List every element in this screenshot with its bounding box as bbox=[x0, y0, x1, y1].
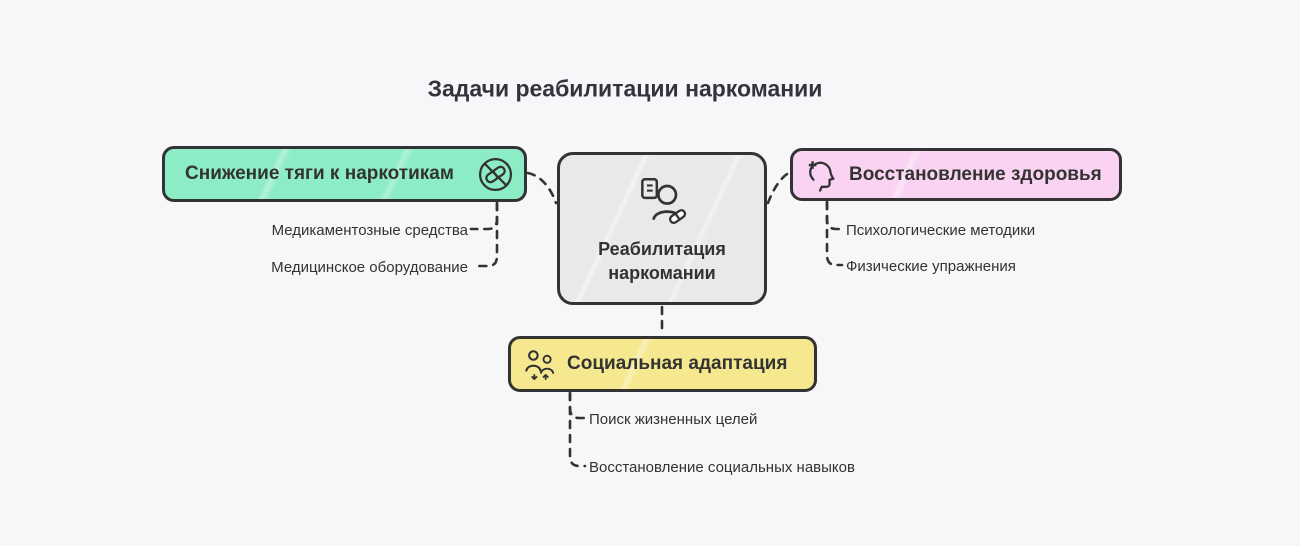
leaf-psych-methods: Психологические методики bbox=[846, 222, 1036, 239]
node-health-recovery: Восстановление здоровья bbox=[790, 148, 1122, 201]
no-drugs-icon bbox=[477, 156, 514, 193]
leaf-medical-equipment: Медицинское оборудование bbox=[271, 259, 468, 276]
head-plus-icon bbox=[805, 158, 839, 192]
connector-center-left bbox=[526, 171, 558, 205]
connector-left-child-2 bbox=[471, 201, 499, 268]
connector-left-child-1 bbox=[469, 201, 499, 231]
node-rehabilitation-center: Реабилитация наркомании bbox=[557, 152, 767, 305]
rehab-person-pill-icon bbox=[633, 172, 691, 230]
node-rehabilitation-center-label: Реабилитация наркомании bbox=[598, 239, 726, 283]
node-reduce-cravings: Снижение тяги к наркотикам bbox=[162, 146, 527, 202]
node-social-adaptation-label: Социальная адаптация bbox=[567, 353, 788, 374]
leaf-physical-exercise: Физические упражнения bbox=[846, 258, 1016, 275]
connector-center-right bbox=[766, 171, 791, 205]
node-health-recovery-label: Восстановление здоровья bbox=[849, 163, 1102, 185]
connector-right-child-1 bbox=[825, 200, 844, 231]
leaf-social-skills: Восстановление социальных навыков bbox=[589, 459, 855, 476]
node-reduce-cravings-label: Снижение тяги к наркотикам bbox=[185, 163, 454, 184]
connector-right-child-2 bbox=[825, 200, 844, 267]
node-social-adaptation: Социальная адаптация bbox=[508, 336, 817, 392]
connector-bottom-child-2 bbox=[568, 391, 587, 468]
people-icon bbox=[523, 347, 557, 381]
leaf-life-goals: Поиск жизненных целей bbox=[589, 411, 758, 428]
connector-bottom-child-1 bbox=[568, 391, 587, 420]
diagram-title: Задачи реабилитации наркомании bbox=[427, 75, 823, 102]
leaf-medication: Медикаментозные средства bbox=[271, 222, 468, 239]
